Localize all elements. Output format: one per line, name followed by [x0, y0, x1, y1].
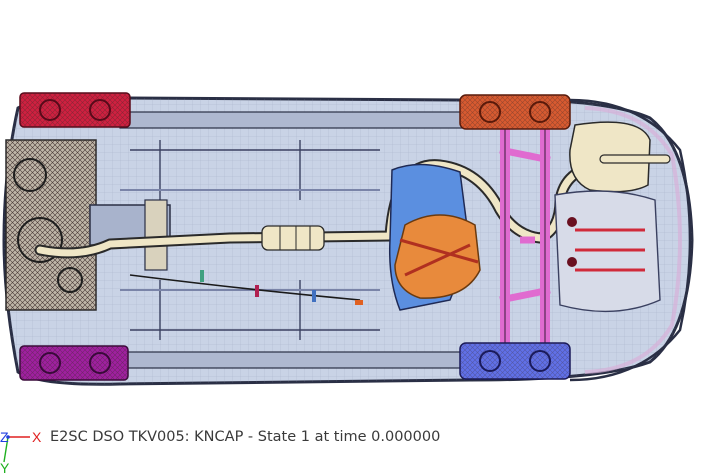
axis-z-label: Z: [0, 429, 9, 445]
wheel-front-right: [19, 345, 129, 381]
catalytic-converter: [261, 225, 325, 251]
fuel-tank: [394, 214, 481, 299]
status-bar: Z X Y E2SC DSO TKV005: KNCAP - State 1 a…: [0, 420, 712, 475]
wheel-front-left: [19, 92, 131, 128]
axis-x-label: X: [32, 429, 42, 445]
right-rail: [119, 351, 471, 369]
simulation-state-caption: E2SC DSO TKV005: KNCAP - State 1 at time…: [50, 429, 441, 445]
left-rail: [119, 111, 471, 129]
wheel-rear-right: [459, 342, 571, 380]
axis-y-label: Y: [0, 460, 10, 475]
rear-bumper: [569, 98, 692, 382]
3d-viewport[interactable]: [0, 0, 712, 420]
wheel-rear-left: [459, 94, 571, 130]
axis-triad-icon: Z X Y: [0, 429, 42, 475]
vehicle-underbody-model: [2, 92, 694, 386]
